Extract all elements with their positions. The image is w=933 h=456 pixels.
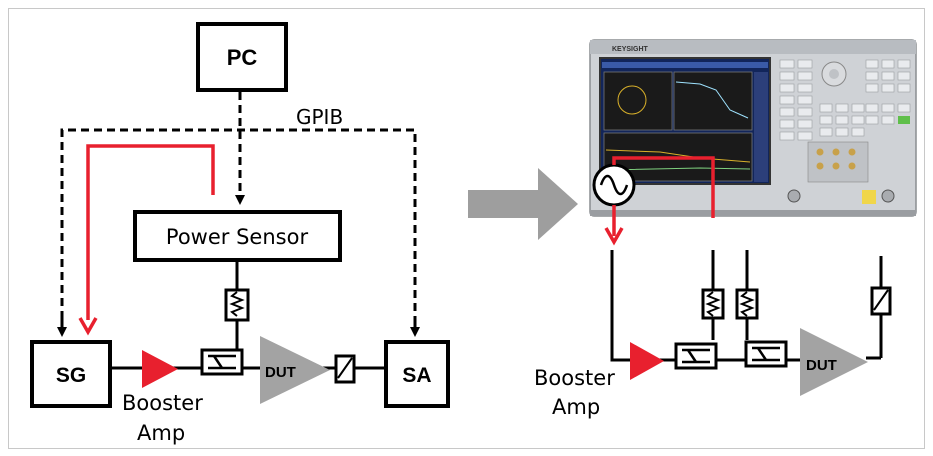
rf-main-line-right [610,352,800,362]
screen-title-bar [602,62,768,68]
instrument-top-bar [590,40,916,54]
red-arrow-to-sg [78,317,98,336]
sg-label: SG [56,364,86,387]
power-sensor-label: Power Sensor [166,225,309,249]
dut-label-left: DUT [265,364,296,381]
instrument-keypad [779,59,911,141]
right-setup-diagram: KEYSIGHT [534,39,917,419]
attenuator-port-2-symbol [739,291,755,317]
pc-box [196,22,288,92]
dut-triangle-right [800,328,868,396]
attenuator-port-1-symbol [705,291,721,317]
sg-box [30,340,112,408]
coupler-symbol-left [208,354,236,370]
rotary-knob-center [829,69,839,79]
booster-label-line1-right: Booster [534,366,615,390]
booster-label-line1-left: Booster [122,391,203,415]
coupler-right-2 [744,340,788,368]
instrument-base [590,210,916,216]
booster-amp-triangle-left [142,350,178,388]
variable-attenuator-right-arrow [873,289,889,311]
screen-trace-line-3 [605,167,751,171]
screen-trace-window-1 [603,71,673,131]
pc-label: PC [227,45,258,70]
screen-trace-line-2 [605,149,751,163]
red-signal-path-left [86,144,215,320]
coupler-right-1-symbol [682,348,710,364]
left-setup-diagram: PC GPIB Power Sensor SG Booster Amp DUT [30,22,450,445]
coupler-right-2-symbol [752,346,780,362]
sine-wave-icon [599,174,629,196]
screen-trace-window-2 [673,71,753,131]
coupler-right-1 [674,342,718,370]
network-analyzer-instrument: KEYSIGHT [589,39,917,217]
green-key [898,116,910,124]
gpib-bus-line [60,128,417,332]
variable-attenuator-arrow-left [337,357,353,379]
red-arrow-down-right [604,227,624,246]
dut-triangle-left [260,336,330,404]
red-signal-path-right [612,156,715,218]
smith-chart-trace [617,85,647,115]
sa-label: SA [402,364,431,387]
booster-label-line2-left: Amp [137,421,185,445]
dut-label-right: DUT [806,357,837,374]
coupler-left [200,348,244,376]
booster-amp-triangle-right [630,342,664,380]
instrument-connectors [787,141,895,204]
transition-arrow [468,168,578,240]
screen-softkeys [754,72,768,182]
booster-label-line2-right: Amp [552,395,600,419]
sa-box [384,340,450,408]
screen-trace-line-1 [675,81,749,119]
gpib-label: GPIB [296,105,343,129]
resistor-symbol [229,291,245,317]
instrument-brand: KEYSIGHT [612,46,649,53]
